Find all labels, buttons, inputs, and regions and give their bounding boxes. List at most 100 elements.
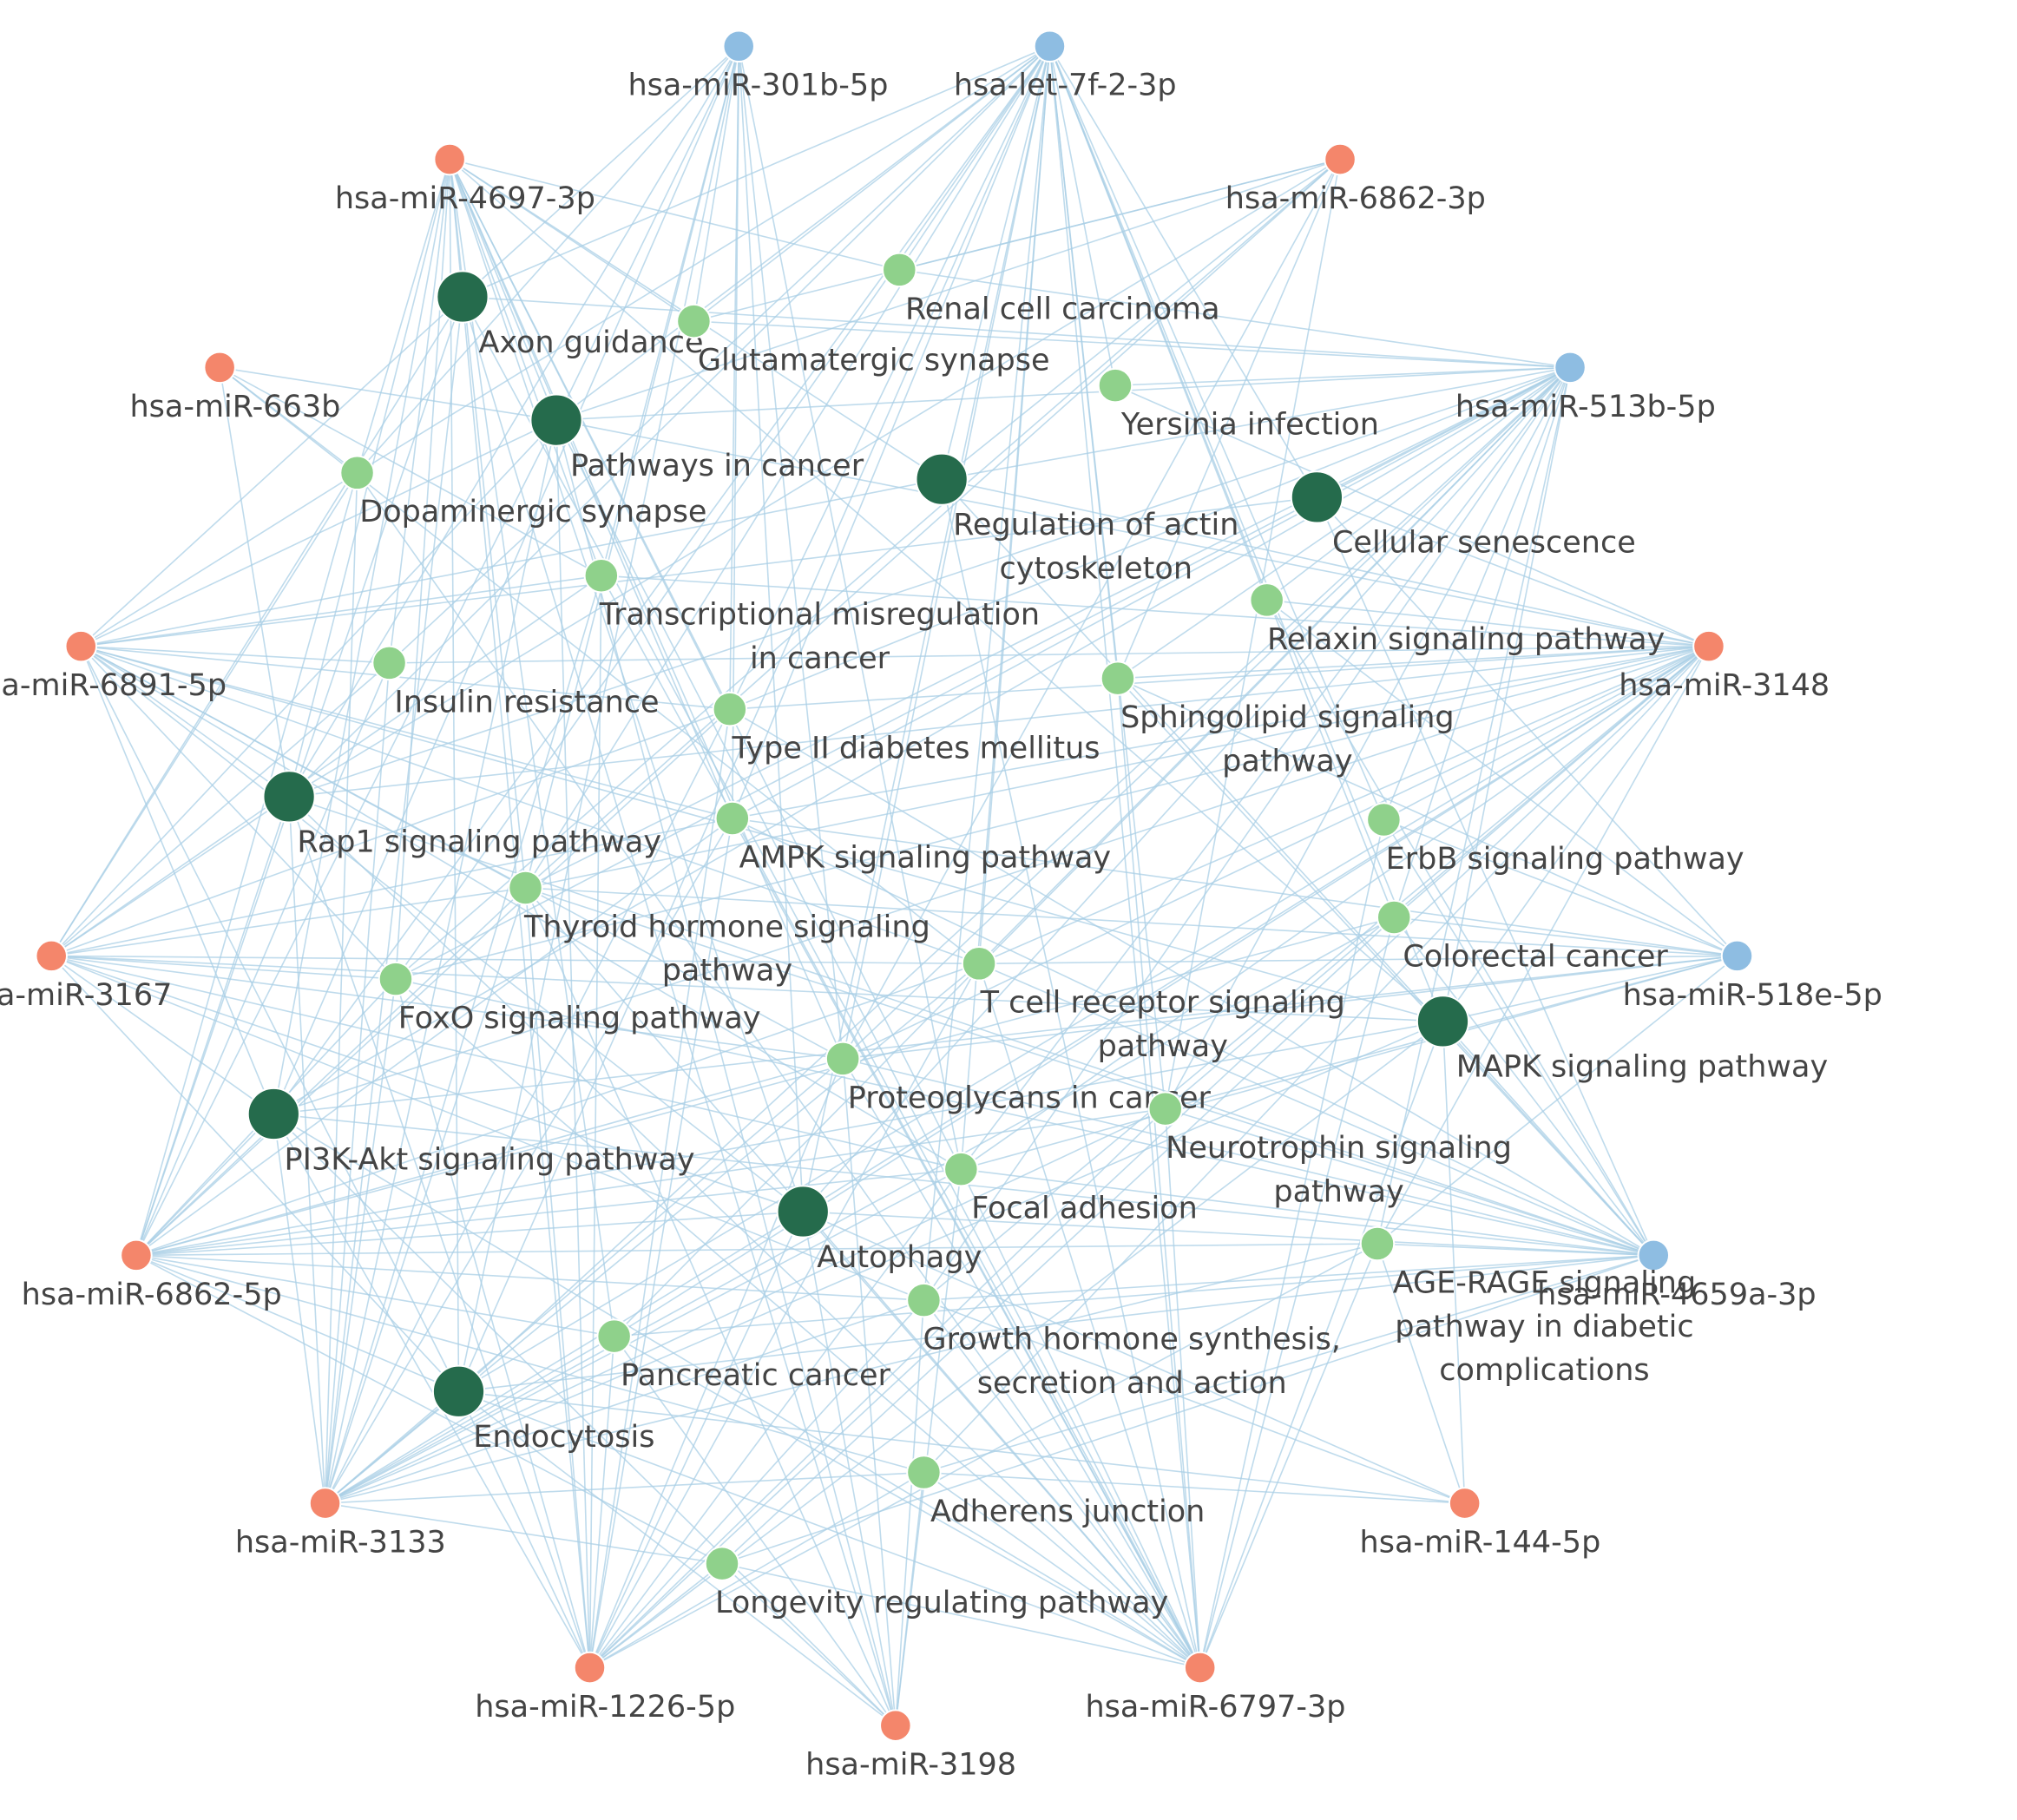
- node-circle-renal[interactable]: [882, 252, 917, 288]
- node-circle-mapk[interactable]: [1416, 995, 1470, 1048]
- node-circle-neuro[interactable]: [1147, 1091, 1183, 1127]
- node-relax[interactable]: Relaxin signaling pathway: [1249, 582, 1665, 657]
- node-proteo[interactable]: Proteoglycans in cancer: [825, 1041, 1212, 1116]
- node-circle-dopa[interactable]: [339, 455, 375, 491]
- node-focal[interactable]: Focal adhesion: [943, 1151, 1198, 1226]
- node-m4659a[interactable]: hsa-miR-4659a-3p: [1537, 1239, 1817, 1312]
- node-t2d[interactable]: Type II diabetes mellitus: [712, 691, 1100, 766]
- node-circle-m1226[interactable]: [573, 1651, 607, 1685]
- node-circle-sphingo[interactable]: [1100, 660, 1136, 696]
- node-cancer[interactable]: Pathways in cancer: [529, 393, 864, 483]
- node-axon[interactable]: Axon guidance: [436, 270, 704, 360]
- node-circle-m6797[interactable]: [1183, 1651, 1217, 1685]
- node-circle-relax[interactable]: [1249, 582, 1284, 618]
- node-ampk[interactable]: AMPK signaling pathway: [714, 800, 1112, 876]
- node-circle-senes[interactable]: [1290, 470, 1344, 524]
- node-circle-m4697[interactable]: [433, 142, 466, 176]
- node-circle-m4659a[interactable]: [1637, 1239, 1671, 1272]
- node-m6862_5[interactable]: hsa-miR-6862-5p: [22, 1239, 282, 1312]
- node-gh[interactable]: Growth hormone synthesis,secretion and a…: [906, 1282, 1341, 1401]
- node-circle-agerage[interactable]: [1359, 1225, 1396, 1262]
- node-circle-proteo[interactable]: [825, 1041, 861, 1077]
- edge-m4659a-gh: [923, 1254, 1654, 1301]
- node-circle-foxo[interactable]: [378, 961, 414, 997]
- node-circle-tcell[interactable]: [961, 946, 997, 982]
- node-m1226[interactable]: hsa-miR-1226-5p: [475, 1651, 735, 1725]
- node-m6797[interactable]: hsa-miR-6797-3p: [1085, 1651, 1345, 1725]
- node-m301b[interactable]: hsa-miR-301b-5p: [627, 30, 888, 103]
- node-circle-ampk[interactable]: [714, 800, 751, 837]
- node-m144[interactable]: hsa-miR-144-5p: [1360, 1487, 1601, 1560]
- node-circle-thyroid[interactable]: [508, 870, 543, 906]
- node-circle-gh[interactable]: [906, 1282, 942, 1318]
- node-rap1[interactable]: Rap1 signaling pathway: [262, 770, 661, 860]
- node-circle-t2d[interactable]: [712, 691, 748, 727]
- node-circle-m663b[interactable]: [203, 351, 236, 384]
- node-yers[interactable]: Yersinia infection: [1097, 367, 1379, 443]
- node-m663b[interactable]: hsa-miR-663b: [129, 351, 340, 424]
- node-m6862_3[interactable]: hsa-miR-6862-3p: [1225, 142, 1486, 216]
- node-mapk[interactable]: MAPK signaling pathway: [1416, 995, 1828, 1085]
- node-circle-m3167[interactable]: [35, 939, 68, 973]
- node-foxo[interactable]: FoxO signaling pathway: [378, 961, 761, 1036]
- node-circle-pi3k[interactable]: [246, 1087, 300, 1141]
- node-circle-m6862_5[interactable]: [120, 1239, 153, 1272]
- node-circle-m3198[interactable]: [879, 1709, 912, 1742]
- node-circle-m518e[interactable]: [1720, 939, 1754, 973]
- node-colorectal[interactable]: Colorectal cancer: [1376, 899, 1668, 975]
- node-mlet7f[interactable]: hsa-let-7f-2-3p: [954, 30, 1177, 103]
- node-circle-adherens[interactable]: [906, 1455, 942, 1490]
- node-gluta[interactable]: Glutamatergic synapse: [676, 303, 1050, 378]
- node-senes[interactable]: Cellular senescence: [1290, 470, 1636, 561]
- node-m3198[interactable]: hsa-miR-3198: [805, 1709, 1016, 1783]
- node-circle-pancreatic[interactable]: [596, 1318, 632, 1354]
- node-circle-yers[interactable]: [1097, 367, 1133, 404]
- node-circle-m513b[interactable]: [1554, 351, 1587, 384]
- node-insulin[interactable]: Insulin resistance: [371, 645, 660, 720]
- node-circle-erbb[interactable]: [1366, 802, 1402, 838]
- node-m6891[interactable]: hsa-miR-6891-5p: [0, 629, 227, 703]
- node-longevity[interactable]: Longevity regulating pathway: [704, 1546, 1169, 1620]
- node-circle-mlet7f[interactable]: [1033, 30, 1067, 63]
- node-m3167[interactable]: hsa-miR-3167: [0, 939, 172, 1013]
- node-circle-longevity[interactable]: [704, 1546, 740, 1581]
- node-pi3k[interactable]: PI3K-Akt signaling pathway: [246, 1087, 695, 1177]
- node-circle-rap1[interactable]: [262, 770, 316, 824]
- node-dopa[interactable]: Dopaminergic synapse: [339, 455, 706, 530]
- node-erbb[interactable]: ErbB signaling pathway: [1366, 802, 1744, 877]
- node-circle-m6862_3[interactable]: [1324, 142, 1357, 176]
- node-circle-transc[interactable]: [583, 557, 620, 594]
- node-m518e[interactable]: hsa-miR-518e-5p: [1623, 939, 1882, 1013]
- node-circle-endo[interactable]: [431, 1364, 486, 1418]
- node-circle-axon[interactable]: [436, 270, 489, 324]
- node-circle-colorectal[interactable]: [1376, 899, 1412, 936]
- node-renal[interactable]: Renal cell carcinoma: [882, 252, 1220, 327]
- node-pancreatic[interactable]: Pancreatic cancer: [596, 1318, 891, 1393]
- node-circle-m3133[interactable]: [308, 1487, 342, 1520]
- node-m3148[interactable]: hsa-miR-3148: [1619, 629, 1830, 703]
- node-autoph[interactable]: Autophagy: [776, 1185, 982, 1275]
- node-circle-m3148[interactable]: [1692, 629, 1725, 663]
- node-circle-focal[interactable]: [943, 1151, 979, 1187]
- node-circle-gluta[interactable]: [676, 303, 712, 339]
- node-adherens[interactable]: Adherens junction: [906, 1455, 1205, 1529]
- node-m4697[interactable]: hsa-miR-4697-3p: [335, 142, 595, 216]
- node-circle-m301b[interactable]: [722, 30, 755, 63]
- node-circle-m144[interactable]: [1448, 1487, 1482, 1520]
- node-m513b[interactable]: hsa-miR-513b-5p: [1455, 351, 1716, 424]
- node-circle-m6891[interactable]: [64, 629, 98, 663]
- node-endo[interactable]: Endocytosis: [431, 1364, 655, 1455]
- node-circle-autoph[interactable]: [776, 1185, 830, 1239]
- node-circle-cancer[interactable]: [529, 393, 583, 447]
- node-m3133[interactable]: hsa-miR-3133: [235, 1487, 446, 1560]
- node-circle-insulin[interactable]: [371, 645, 407, 681]
- node-circle-actin[interactable]: [915, 452, 969, 506]
- edge-m3167-thyroid: [51, 887, 526, 957]
